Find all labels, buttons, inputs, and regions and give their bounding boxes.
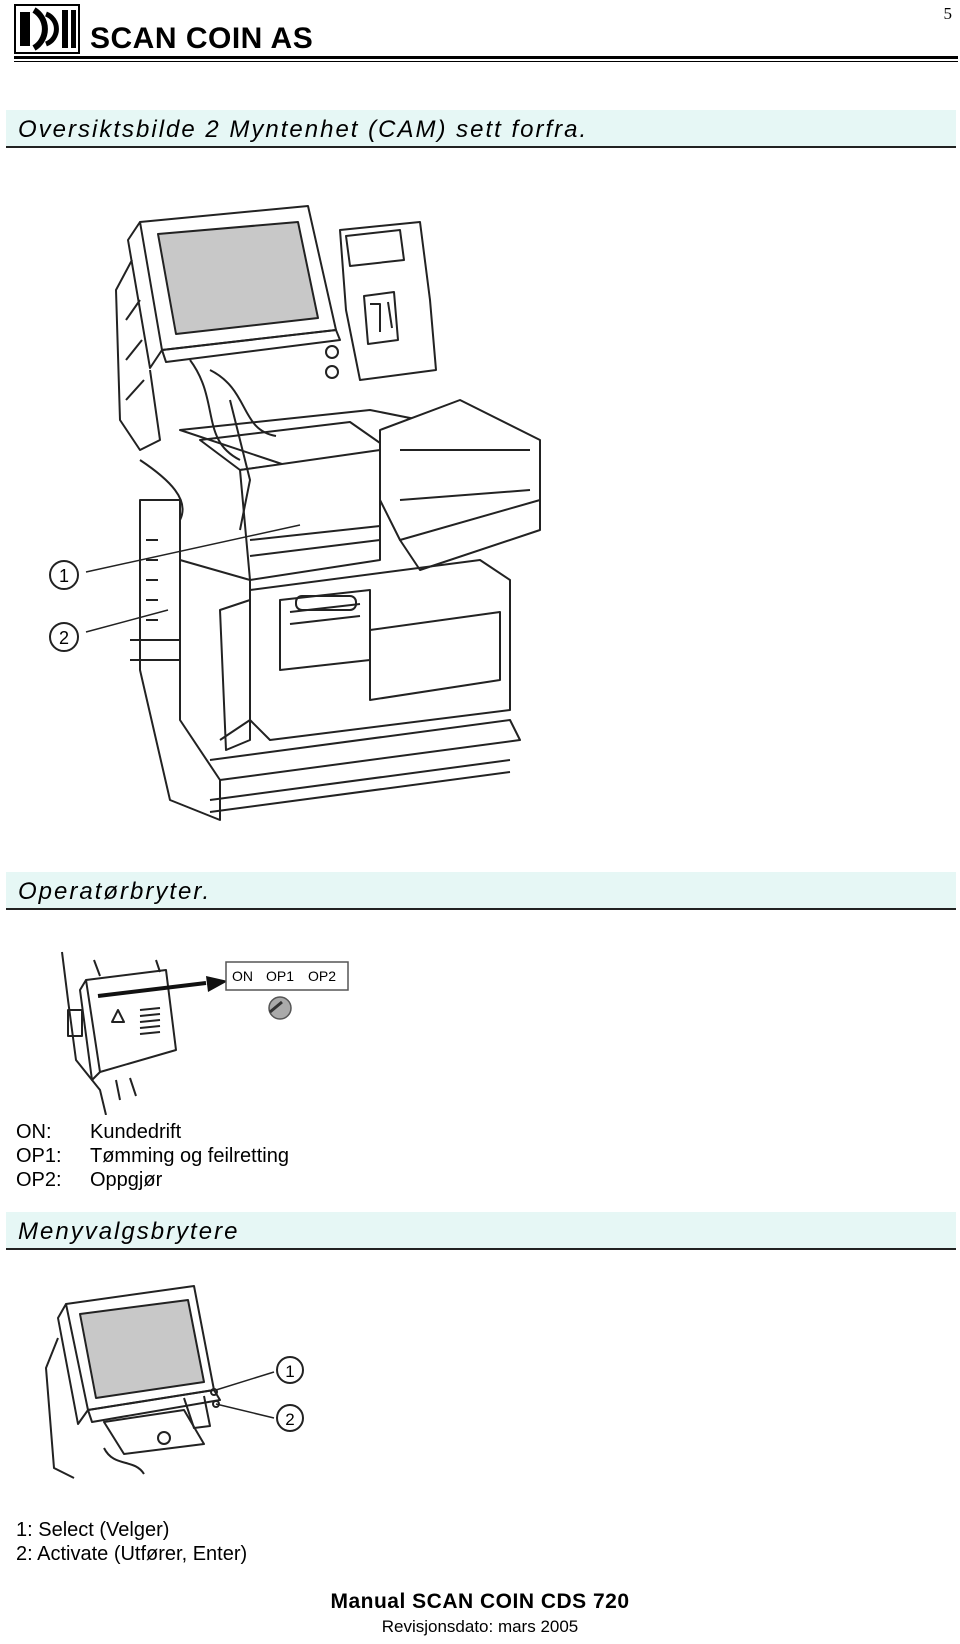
key-switch-icon (268, 996, 292, 1020)
legend-value: Oppgjør (90, 1169, 163, 1191)
menu-legend: 1: Select (Velger) 2: Activate (Utfører,… (16, 1518, 247, 1566)
switch-label-op2: OP2 (308, 968, 336, 984)
switch-label-op1: OP1 (266, 968, 294, 984)
operator-switch-illustration: ON OP1 OP2 (61, 951, 349, 1115)
legend-row-on: ON: Kundedrift (16, 1120, 289, 1144)
scan-coin-logo-icon (14, 4, 80, 54)
footer-revision-date: Revisjonsdato: mars 2005 (381, 1617, 579, 1636)
page-header: SCAN COIN AS (14, 2, 958, 62)
section-title: Menyvalgsbrytere (18, 1218, 240, 1245)
menu-legend-item-activate: 2: Activate (Utfører, Enter) (16, 1543, 248, 1565)
header-rule (14, 56, 958, 59)
svg-text:2: 2 (59, 628, 69, 648)
callout-1: 1 (276, 1356, 304, 1384)
callout-2: 2 (276, 1404, 304, 1432)
section-heading-operator-switch: Operatørbryter. (6, 872, 956, 910)
legend-row-op1: OP1: Tømming og feilretting (16, 1144, 289, 1168)
legend-value: Kundedrift (90, 1121, 182, 1143)
switch-label-on: ON (232, 968, 253, 984)
company-name: SCAN COIN AS (90, 22, 314, 55)
callout-2: 2 (49, 622, 79, 652)
menu-legend-item-select: 1: Select (Velger) (16, 1519, 170, 1541)
callout-1: 1 (49, 560, 79, 590)
section-title: Oversiktsbilde 2 Myntenhet (CAM) sett fo… (18, 116, 589, 143)
legend-key: ON: (16, 1121, 52, 1143)
legend-key: OP1: (16, 1145, 62, 1167)
svg-text:1: 1 (59, 566, 69, 586)
header-rule-thin (14, 61, 958, 62)
switch-legend: ON: Kundedrift OP1: Tømming og feilretti… (16, 1120, 289, 1192)
page-number: 5 (943, 4, 953, 23)
footer-title: Manual SCAN COIN CDS 720 (330, 1590, 630, 1613)
cam-front-illustration: 1 2 (49, 205, 541, 821)
legend-row-op2: OP2: Oppgjør (16, 1168, 289, 1192)
menu-switches-illustration: 1 2 (45, 1285, 304, 1479)
section-heading-menu-switches: Menyvalgsbrytere (6, 1212, 956, 1250)
section-title: Operatørbryter. (18, 878, 212, 905)
svg-text:1: 1 (285, 1362, 294, 1381)
section-heading-overview: Oversiktsbilde 2 Myntenhet (CAM) sett fo… (6, 110, 956, 148)
legend-key: OP2: (16, 1169, 62, 1191)
legend-value: Tømming og feilretting (90, 1145, 289, 1167)
svg-text:2: 2 (285, 1410, 294, 1429)
